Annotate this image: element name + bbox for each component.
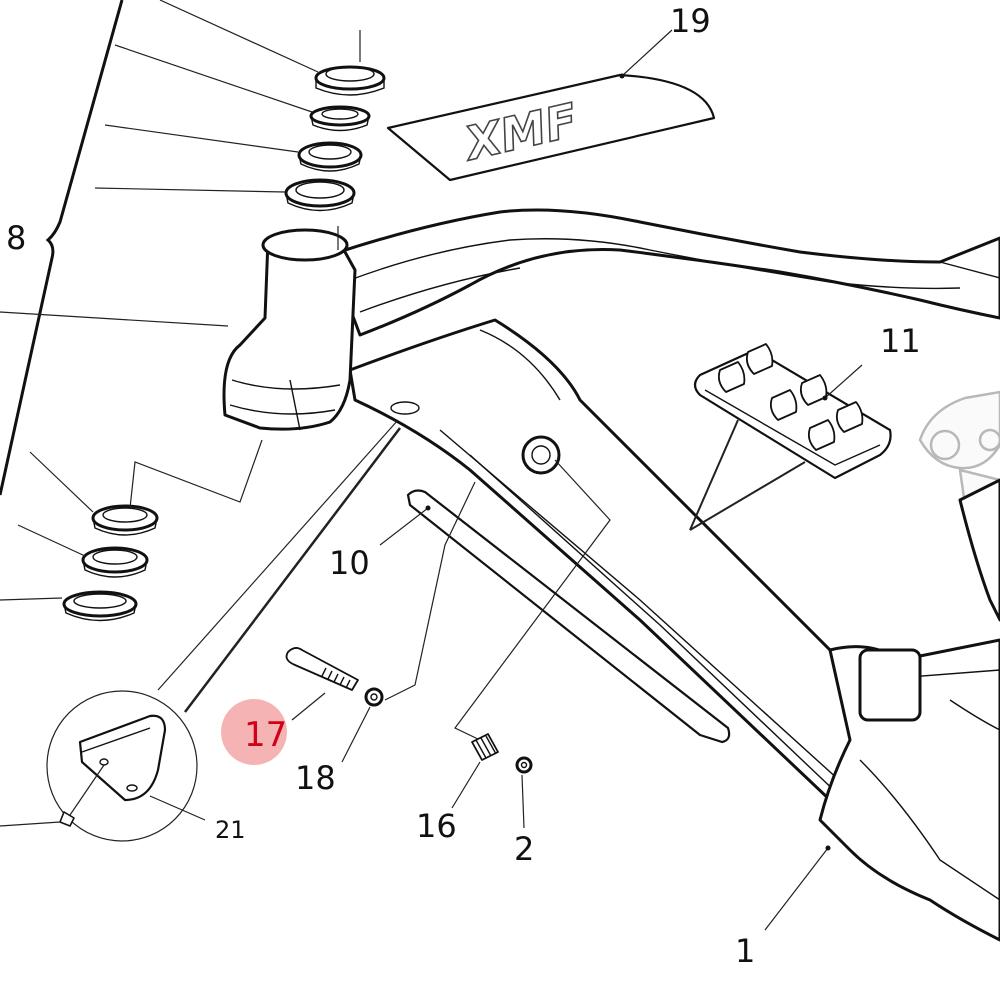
headset-lower-bearing	[81, 546, 149, 578]
callout-21: 21	[215, 816, 246, 844]
headset-compression-ring	[309, 105, 371, 132]
part-21-detail-circle	[46, 690, 198, 842]
part-16-grub-screw	[471, 733, 499, 761]
headset-upper-bearing	[297, 141, 363, 172]
callout-16: 16	[416, 807, 457, 845]
callout-18: 18	[295, 759, 336, 797]
part-10-downtube-guard	[406, 489, 731, 744]
part-11-bumper-pad	[693, 343, 892, 480]
callout-17: 17	[244, 715, 287, 755]
callout-11: 11	[880, 322, 921, 360]
headset-top-cap	[314, 65, 386, 96]
headset-crown-race	[62, 590, 138, 622]
callout-17-highlight	[221, 699, 287, 765]
part-2-washer	[515, 756, 533, 774]
headset-upper-cup	[284, 178, 356, 212]
bottle-boss	[521, 435, 561, 475]
callout-1: 1	[735, 932, 755, 970]
callout-8: 8	[6, 219, 26, 257]
callout-19: 19	[670, 2, 711, 40]
part-18-washer	[364, 687, 384, 707]
head-tube	[222, 228, 357, 431]
main-frame	[328, 208, 1000, 942]
callout-2: 2	[514, 830, 534, 868]
part-17-bolt	[285, 647, 359, 691]
headset-lower-cup	[91, 504, 159, 536]
group-8-bracket	[0, 0, 124, 496]
part-19-decal: XMF	[386, 73, 716, 182]
decal-brand-text: XMF	[457, 93, 582, 172]
callout-10: 10	[329, 544, 370, 582]
